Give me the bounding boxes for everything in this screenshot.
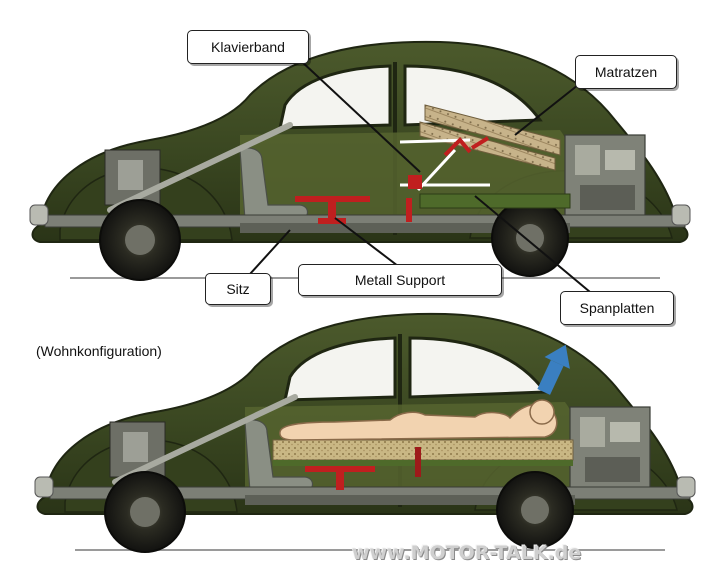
metal-support-stem-2 [336,466,344,490]
label-klavierband: Klavierband [187,30,309,64]
red-hinge-block [408,175,422,189]
chipboard-panel [419,193,571,209]
hinge-line-diagonal [416,148,457,192]
leader-metall-support [334,217,399,267]
up-arrow-icon [537,344,570,395]
watermark: www.MOTOR-TALK.de [352,542,582,564]
label-sitz: Sitz [205,273,271,305]
sleeping-person [279,403,558,441]
leader-matratzen [514,84,579,136]
leader-sitz [249,229,291,275]
metal-support-stem [328,196,336,222]
metal-support-rear-2 [415,447,421,477]
mattress-board-1 [424,104,561,156]
label-spanplatten: Spanplatten [560,291,674,325]
label-metall-support: Metall Support [298,264,502,296]
red-hinge-mark-1 [443,137,472,157]
bed-board-base [273,460,573,466]
person-head [529,399,555,425]
mattress-board-2 [419,121,556,171]
leader-klavierband [299,59,421,173]
metal-support-foot [318,218,346,224]
bed-board [272,439,574,461]
beetle-bottom [35,314,695,552]
beetle-top [30,42,690,293]
metal-support-rear [406,198,412,222]
leader-spanplatten [474,195,591,293]
red-hinge-mark-2 [470,136,490,150]
label-wohnkonfiguration: (Wohnkonfiguration) [36,343,162,359]
label-matratzen: Matratzen [575,55,677,89]
